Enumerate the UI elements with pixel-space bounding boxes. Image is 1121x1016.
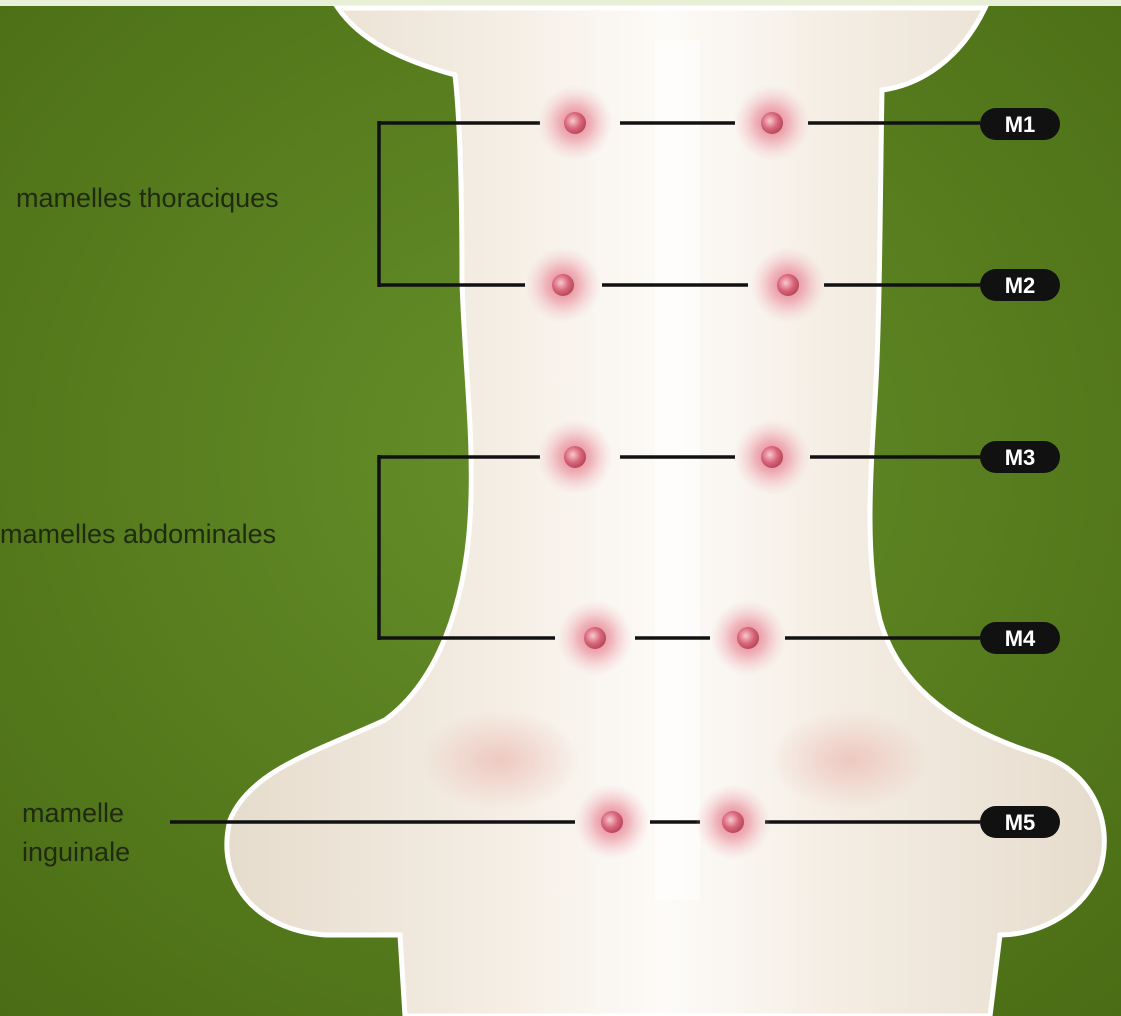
nipple-m5-right — [695, 784, 771, 860]
nipple-m2-left — [525, 247, 601, 323]
badge-m5-label: M5 — [1005, 810, 1036, 835]
nipple-m1-left — [537, 85, 613, 161]
label-abdominal: mamelles abdominales — [0, 519, 276, 549]
left-inguinal-shading — [420, 710, 580, 810]
nipple-m2-right — [750, 247, 826, 323]
nipple-m4-left — [557, 600, 633, 676]
nipple-m1-right — [734, 85, 810, 161]
top-border — [0, 0, 1121, 6]
badge-m4: M4 — [980, 622, 1060, 654]
badge-m2: M2 — [980, 269, 1060, 301]
midline-highlight — [655, 40, 700, 900]
badge-m3: M3 — [980, 441, 1060, 473]
badge-m5: M5 — [980, 806, 1060, 838]
nipple-m3-right — [734, 419, 810, 495]
badge-m1: M1 — [980, 108, 1060, 140]
badge-m3-label: M3 — [1005, 445, 1036, 470]
nipple-m5-left — [574, 784, 650, 860]
badge-m1-label: M1 — [1005, 112, 1036, 137]
right-inguinal-shading — [770, 710, 930, 810]
nipple-m4-right — [710, 600, 786, 676]
label-inguinal-line1: mamelle — [22, 798, 124, 828]
badge-m4-label: M4 — [1005, 626, 1036, 651]
nipple-m3-left — [537, 419, 613, 495]
badge-m2-label: M2 — [1005, 273, 1036, 298]
label-inguinal-line2: inguinale — [22, 837, 130, 867]
label-thoracic: mamelles thoraciques — [16, 183, 279, 213]
